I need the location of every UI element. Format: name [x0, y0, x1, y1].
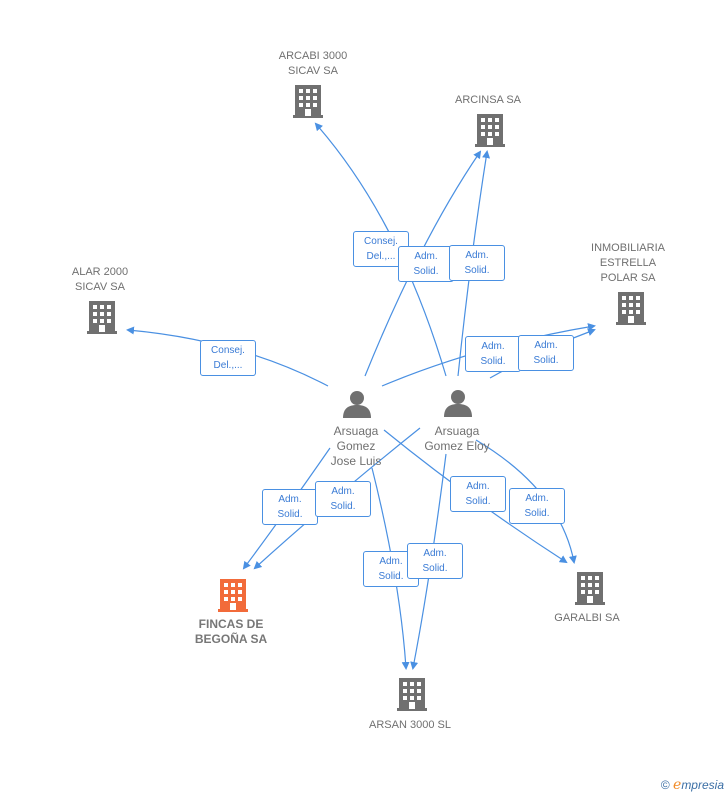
node-label-line: FINCAS DE: [198, 617, 264, 631]
edge-label-adm-arsan-eloy[interactable]: Adm. Solid.: [407, 543, 463, 579]
edge-label-line: Adm.: [481, 341, 505, 352]
node-label-line: SICAV SA: [75, 281, 125, 293]
edge-label-line: Solid.: [480, 356, 506, 367]
person-icon-jose-luis: [343, 391, 371, 418]
node-label-line: GARALBI SA: [554, 612, 620, 624]
edge-label-line: Adm.: [466, 481, 490, 492]
edge-label-line: Del.,...: [366, 251, 396, 262]
node-label-line: Gomez Eloy: [424, 439, 490, 453]
node-alar-label[interactable]: ALAR 2000 SICAV SA: [72, 265, 128, 295]
node-label-line: ARCABI 3000: [278, 50, 348, 62]
brand-initial: e: [673, 777, 682, 793]
edge-label-adm-garalbi-jose[interactable]: Adm. Solid.: [450, 476, 506, 512]
edge-label-line: Solid.: [524, 508, 550, 519]
node-label-line: SICAV SA: [288, 65, 338, 77]
edge-label-line: Solid.: [422, 563, 448, 574]
copyright-icon: ©: [660, 778, 670, 792]
building-icon-arsan: [397, 678, 427, 711]
edge-label-line: Adm.: [278, 494, 302, 505]
edge-label-adm-arcinsa-eloy[interactable]: Adm. Solid.: [449, 245, 505, 281]
building-icon-arcinsa: [475, 114, 505, 147]
node-label-line: Arsuaga: [333, 424, 379, 438]
node-arcabi-label[interactable]: ARCABI 3000 SICAV SA: [279, 49, 347, 79]
building-icon-arcabi: [293, 85, 323, 118]
edge-label-line: Adm.: [465, 250, 489, 261]
edge-label-line: Solid.: [330, 501, 356, 512]
node-label-line: ALAR 2000: [71, 266, 129, 278]
edge-label-line: Adm.: [423, 548, 447, 559]
node-inmobiliaria-label[interactable]: INMOBILIARIA ESTRELLA POLAR SA: [591, 241, 665, 286]
edge-label-line: Adm.: [414, 251, 438, 262]
edge-label-adm-fincas-eloy[interactable]: Adm. Solid.: [315, 481, 371, 517]
edge-label-line: Solid.: [465, 496, 491, 507]
building-icon-alar: [87, 301, 117, 334]
node-arcinsa-label[interactable]: ARCINSA SA: [455, 93, 521, 108]
edge-label-line: Adm.: [534, 340, 558, 351]
edge-label-line: Consej.: [364, 236, 398, 247]
building-icon-garalbi: [575, 572, 605, 605]
edge-label-adm-inmob-eloy[interactable]: Adm. Solid.: [518, 335, 574, 371]
edge-label-line: Solid.: [413, 266, 439, 277]
node-label-line: Gomez: [336, 439, 376, 453]
edge-label-line: Solid.: [533, 355, 559, 366]
edge-label-line: Adm.: [379, 556, 403, 567]
node-label-line: ESTRELLA: [599, 257, 657, 269]
node-arsan-label[interactable]: ARSAN 3000 SL: [369, 718, 451, 733]
edge-label-adm-inmob-jose[interactable]: Adm. Solid.: [465, 336, 521, 372]
node-garalbi-label[interactable]: GARALBI SA: [554, 611, 619, 626]
edge-label-consej-alar[interactable]: Consej. Del.,...: [200, 340, 256, 376]
building-icon-inmobiliaria: [616, 292, 646, 325]
edge-label-adm-garalbi-eloy[interactable]: Adm. Solid.: [509, 488, 565, 524]
edge-label-adm-fincas-jose[interactable]: Adm. Solid.: [262, 489, 318, 525]
node-label-line: ARSAN 3000 SL: [369, 719, 451, 731]
brand-name: mpresia: [681, 778, 724, 792]
node-jose-luis-label[interactable]: Arsuaga Gomez Jose Luis: [331, 424, 382, 469]
edge-label-adm-arcinsa-jose[interactable]: Adm. Solid.: [398, 246, 454, 282]
building-icon-fincas: [218, 579, 248, 612]
node-label-line: Jose Luis: [330, 454, 382, 468]
edge-label-line: Solid.: [378, 571, 404, 582]
person-icon-eloy: [444, 390, 472, 417]
node-label-line: Arsuaga: [434, 424, 480, 438]
node-label-line: POLAR SA: [600, 272, 656, 284]
node-label-line: ARCINSA SA: [454, 94, 522, 106]
edge-label-line: Del.,...: [213, 360, 243, 371]
edge-label-line: Solid.: [464, 265, 490, 276]
node-label-line: BEGOÑA SA: [194, 632, 268, 646]
node-label-line: INMOBILIARIA: [591, 242, 665, 254]
footer-brand[interactable]: © empresia: [661, 777, 724, 793]
edge-label-line: Adm.: [331, 486, 355, 497]
edge-label-line: Consej.: [211, 345, 245, 356]
edge-label-line: Adm.: [525, 493, 549, 504]
node-fincas-label[interactable]: FINCAS DE BEGOÑA SA: [195, 617, 267, 647]
edge-label-line: Solid.: [277, 509, 303, 520]
node-eloy-label[interactable]: Arsuaga Gomez Eloy: [424, 424, 489, 454]
